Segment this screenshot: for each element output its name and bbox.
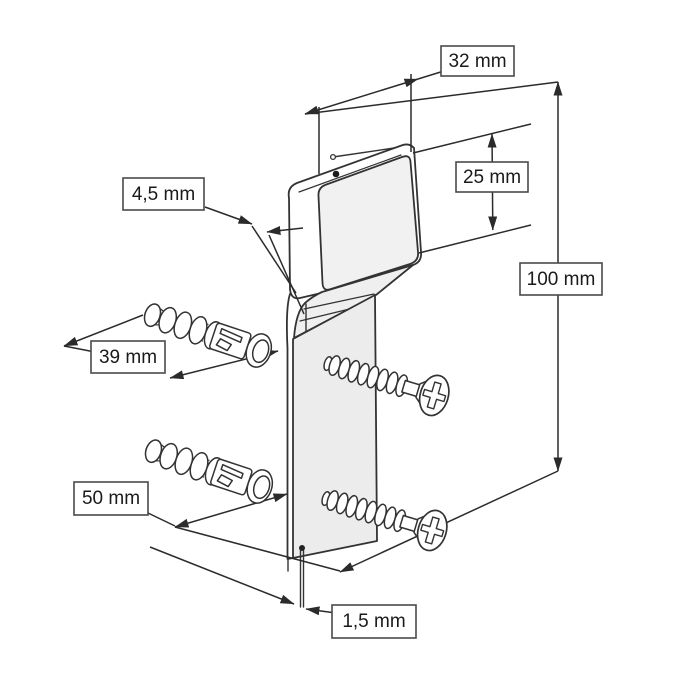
screw-upper: [323, 355, 450, 417]
wall-anchor-lower: [140, 431, 278, 508]
label-text: 25 mm: [463, 167, 521, 188]
bracket-neck-crease-1: [303, 293, 375, 310]
label-box: [90, 340, 166, 374]
dimension-label-4-5mm: 4,5 mm: [122, 177, 205, 211]
anchor-collar-hole: [251, 339, 270, 364]
label-text: 50 mm: [82, 488, 140, 509]
dimension-label-1-5mm: 1,5 mm: [331, 604, 417, 639]
dimension-50mm: [147, 493, 341, 572]
label-text: 39 mm: [99, 347, 157, 368]
bracket-hook-profile: [286, 293, 294, 560]
head-back-edge-cap: [329, 153, 337, 161]
label-text: 1,5 mm: [342, 611, 405, 632]
bracket-head-face: [317, 155, 419, 291]
bracket-plate-face: [292, 294, 378, 559]
dimension-label-50mm: 50 mm: [73, 481, 149, 516]
label-box: [455, 161, 529, 193]
dimension-labels: 32 mm 25 mm 4,5 mm 39 mm 100 mm 50 mm 1,…: [73, 45, 603, 639]
anchor-notch: [215, 338, 232, 352]
label-box: [331, 604, 417, 639]
sheet-thickness-tail: [299, 545, 305, 608]
dimension-4-5mm: [204, 206, 305, 315]
phillips-cross-icon: [422, 381, 447, 410]
dimension-label-39mm: 39 mm: [90, 340, 166, 374]
dimension-label-32mm: 32 mm: [440, 45, 515, 77]
dimension-lines: [63, 67, 563, 616]
label-box: [73, 481, 149, 516]
label-text: 100 mm: [527, 269, 596, 290]
anchor-slot: [219, 327, 243, 344]
anchor-sleeve: [208, 322, 252, 360]
label-box: [440, 45, 515, 77]
label-box: [519, 262, 603, 296]
label-box: [122, 177, 205, 211]
wall-anchor-upper: [143, 303, 273, 368]
bracket-head-chamfer: [298, 154, 402, 193]
dimension-label-25mm: 25 mm: [455, 161, 529, 193]
label-text: 4,5 mm: [132, 184, 195, 205]
label-text: 32 mm: [448, 51, 506, 72]
head-top-dot: [332, 170, 340, 178]
dimension-1-5mm: [149, 546, 337, 616]
bracket: [286, 143, 422, 608]
dimension-label-100mm: 100 mm: [519, 262, 603, 296]
head-back-edge: [332, 147, 395, 158]
